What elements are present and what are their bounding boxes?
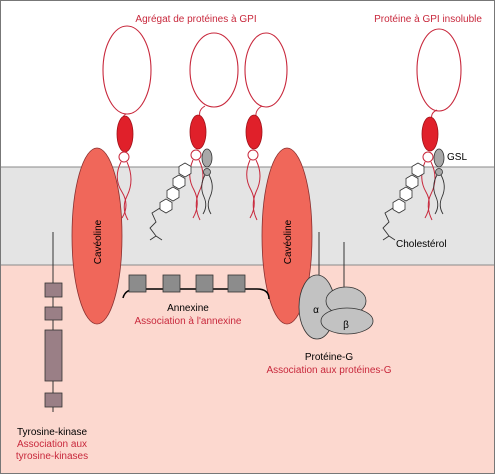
cholesterol-molecule-2 (382, 162, 425, 241)
gpi-insoluble-title: Protéine à GPI insoluble (374, 14, 482, 25)
tyrosine-kinase-label: Tyrosine-kinase (17, 427, 87, 438)
gpi-aggregate-title: Agrégat de protéines à GPI (135, 14, 256, 25)
g-protein-label: Protéine-G (305, 352, 354, 363)
gpi-protein-3 (244, 32, 288, 221)
g-protein (298, 232, 374, 340)
caveolin-right (261, 147, 313, 325)
annexin-association-label: Association à l'annexine (135, 316, 242, 327)
beta-label: β (343, 320, 349, 331)
gsl-lipid-2 (433, 148, 445, 215)
gsl-label: GSL (447, 152, 467, 163)
tyrosine-kinase (44, 232, 63, 412)
gpi-protein-1 (102, 25, 152, 221)
alpha-label: α (313, 305, 319, 316)
cholesterol-molecule-1 (149, 162, 192, 241)
caveolin-right-label: Cavéoline (283, 219, 294, 264)
tyrosine-kinase-assoc-line1: Association aux (17, 439, 87, 450)
caveolin-left (71, 147, 123, 325)
gpi-protein-2 (189, 32, 239, 221)
gsl-lipid-1 (201, 148, 213, 215)
cholesterol-label: Cholestérol (396, 239, 447, 250)
annexin-chain (122, 274, 270, 300)
g-protein-association-label: Association aux protéines-G (266, 365, 391, 376)
g-gamma-subunit (320, 307, 374, 335)
caveolin-left-label: Cavéoline (93, 219, 104, 264)
tyrosine-kinase-assoc-line2: tyrosine-kinases (16, 451, 88, 462)
gpi-protein-insoluble (416, 28, 462, 221)
annexin-label: Annexine (167, 303, 209, 314)
